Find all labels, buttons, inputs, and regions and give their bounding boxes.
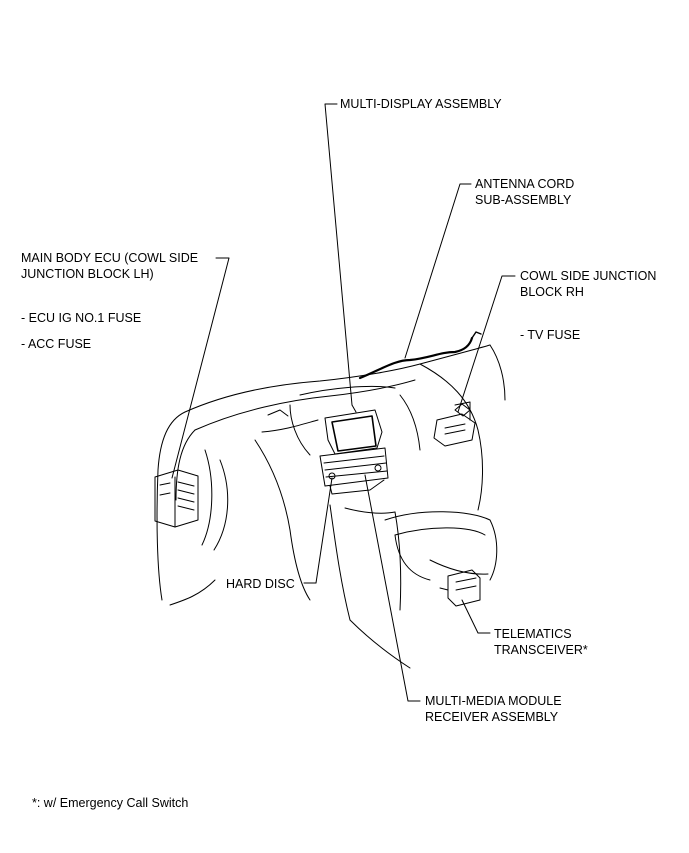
label-tv-fuse: - TV FUSE <box>520 328 581 342</box>
cowl-side-junction-block-rh-part <box>433 401 476 447</box>
label-line: COWL SIDE JUNCTION <box>520 269 657 283</box>
label-line: MAIN BODY ECU (COWL SIDE <box>21 251 199 265</box>
label-multi-display-assembly: MULTI-DISPLAY ASSEMBLY <box>340 97 502 111</box>
label-line: ANTENNA CORD <box>475 177 575 191</box>
antenna-cord-part <box>358 331 482 380</box>
telematics-transceiver-part <box>439 569 481 607</box>
label-line: MULTI-MEDIA MODULE <box>425 694 562 708</box>
label-line: JUNCTION BLOCK LH) <box>21 267 154 281</box>
label-line: BLOCK RH <box>520 285 584 299</box>
multi-media-module-part <box>319 447 389 495</box>
multi-display-part <box>324 404 383 455</box>
label-hard-disc: HARD DISC <box>226 577 295 591</box>
label-ecu-ig-fuse: - ECU IG NO.1 FUSE <box>21 311 142 325</box>
dashboard-outline <box>156 344 506 669</box>
label-multi-media-module: MULTI-MEDIA MODULE RECEIVER ASSEMBLY <box>425 693 562 725</box>
label-main-body-ecu: MAIN BODY ECU (COWL SIDE JUNCTION BLOCK … <box>21 250 198 282</box>
label-antenna-cord: ANTENNA CORD SUB-ASSEMBLY <box>475 176 574 208</box>
label-cowl-side-junction-block-rh: COWL SIDE JUNCTION BLOCK RH <box>520 268 656 300</box>
label-line: SUB-ASSEMBLY <box>475 193 572 207</box>
label-telematics-transceiver: TELEMATICS TRANSCEIVER* <box>494 626 588 658</box>
label-line: TELEMATICS <box>494 627 572 641</box>
leader-lines <box>171 103 516 702</box>
label-line: TRANSCEIVER* <box>494 643 588 657</box>
footnote: *: w/ Emergency Call Switch <box>32 796 189 810</box>
label-line: RECEIVER ASSEMBLY <box>425 710 559 724</box>
label-acc-fuse: - ACC FUSE <box>21 337 92 351</box>
main-body-ecu-part <box>154 469 199 528</box>
